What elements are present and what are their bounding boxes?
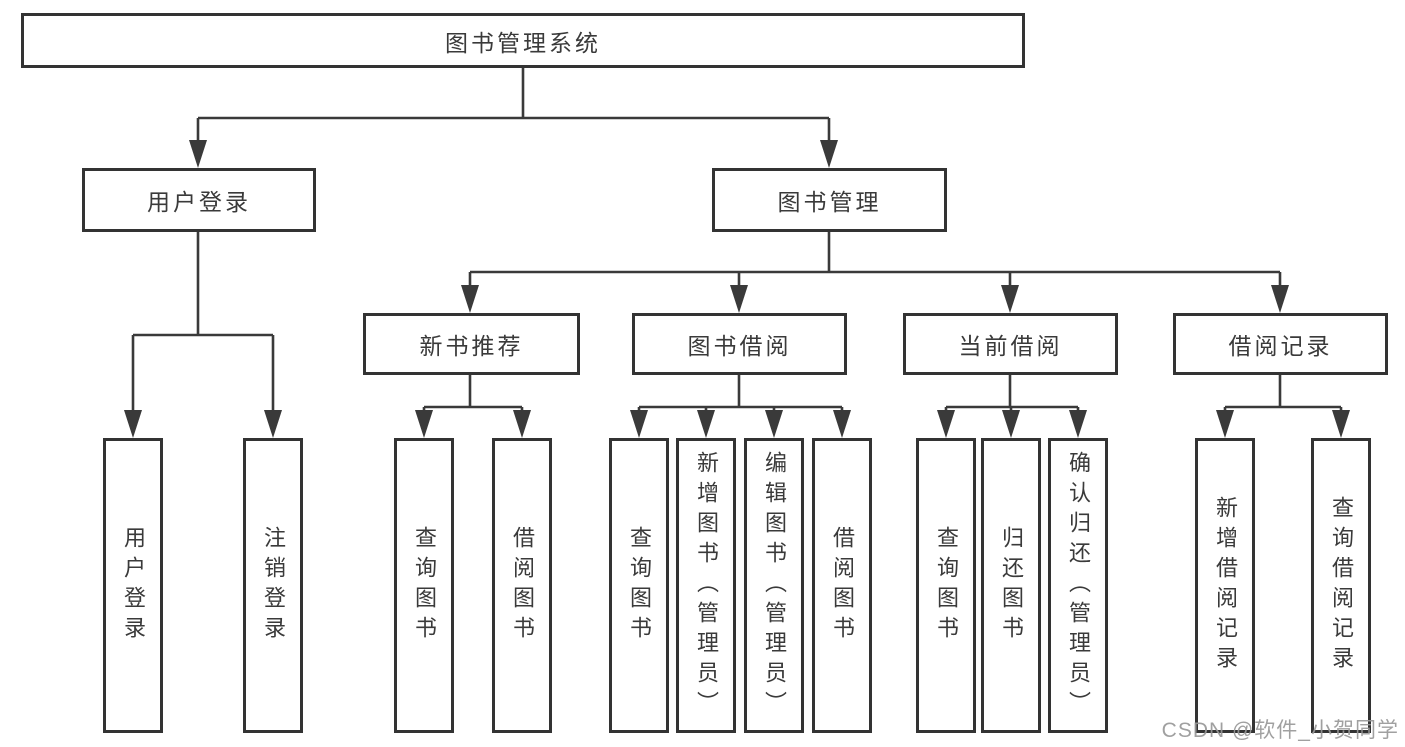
leaf-user-login: 用户登录 xyxy=(103,438,163,733)
connector-borrow-to-leaves xyxy=(637,375,844,412)
leaf-edit-book-admin: 编辑图书（管理员） xyxy=(744,438,804,733)
node-root: 图书管理系统 xyxy=(21,13,1025,68)
node-label: 新书推荐 xyxy=(419,333,524,359)
leaf-query-book-current: 查询图书 xyxy=(916,438,976,733)
node-label: 新增图书（管理员） xyxy=(694,450,719,721)
node-new-book-recommend: 新书推荐 xyxy=(363,313,580,375)
node-label: 编辑图书（管理员） xyxy=(762,450,787,721)
node-label: 查询图书 xyxy=(412,525,437,646)
connector-current-to-leaves xyxy=(944,375,1080,412)
node-label: 用户登录 xyxy=(121,525,146,646)
node-label: 注销登录 xyxy=(261,525,286,646)
leaf-borrow-book: 借阅图书 xyxy=(812,438,872,733)
connector-newbook-to-leaves xyxy=(422,375,524,412)
node-label: 借阅记录 xyxy=(1228,333,1333,359)
connector-bookmgmt-to-level3 xyxy=(468,232,1282,287)
node-book-borrowing: 图书借阅 xyxy=(632,313,847,375)
node-label: 确认归还（管理员） xyxy=(1066,450,1091,721)
connector-userlogin-to-leaves xyxy=(131,232,275,412)
connector-root-to-level2 xyxy=(196,68,831,142)
node-label: 借阅图书 xyxy=(510,525,535,646)
node-label: 查询图书 xyxy=(934,525,959,646)
node-label: 当前借阅 xyxy=(958,333,1063,359)
leaf-add-borrow-record: 新增借阅记录 xyxy=(1195,438,1255,733)
node-current-borrowing: 当前借阅 xyxy=(903,313,1118,375)
node-borrow-records: 借阅记录 xyxy=(1173,313,1388,375)
node-label: 借阅图书 xyxy=(830,525,855,646)
leaf-logout: 注销登录 xyxy=(243,438,303,733)
leaf-add-book-admin: 新增图书（管理员） xyxy=(676,438,736,733)
leaf-query-borrow-record: 查询借阅记录 xyxy=(1311,438,1371,733)
node-label: 用户登录 xyxy=(147,189,251,215)
leaf-query-book-recommend: 查询图书 xyxy=(394,438,454,733)
leaf-return-book: 归还图书 xyxy=(981,438,1041,733)
connector-records-to-leaves xyxy=(1223,375,1343,412)
arrowheads xyxy=(124,140,1350,438)
leaf-query-book-borrowing: 查询图书 xyxy=(609,438,669,733)
node-book-management: 图书管理 xyxy=(712,168,947,232)
leaf-confirm-return-admin: 确认归还（管理员） xyxy=(1048,438,1108,733)
node-label: 查询借阅记录 xyxy=(1329,495,1354,676)
node-label: 图书借阅 xyxy=(687,333,792,359)
node-label: 新增借阅记录 xyxy=(1213,495,1238,676)
node-user-login: 用户登录 xyxy=(82,168,316,232)
node-label: 图书管理系统 xyxy=(445,29,601,56)
node-label: 查询图书 xyxy=(627,525,652,646)
node-label: 图书管理 xyxy=(777,189,882,215)
watermark: CSDN @软件_小贺同学 xyxy=(1161,719,1399,742)
node-label: 归还图书 xyxy=(999,525,1024,646)
leaf-borrow-book-recommend: 借阅图书 xyxy=(492,438,552,733)
